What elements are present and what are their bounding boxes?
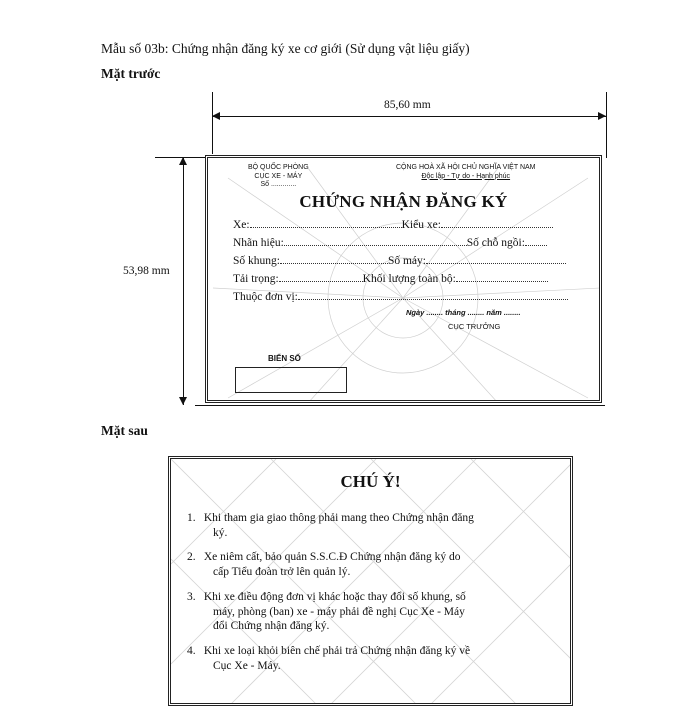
field-tai-trong-blank <box>278 272 363 282</box>
field-nhan-hieu-blank <box>283 236 467 246</box>
notice-item: 3. Khi xe điều động đơn vị khác hoặc tha… <box>187 590 559 634</box>
plate-label: BIỂN SỐ <box>268 354 301 363</box>
field-thuoc-don-vi-blank <box>297 290 568 300</box>
field-so-khung-blank <box>279 254 388 264</box>
notice-text-cont: máy, phòng (ban) xe - máy phải đề nghị C… <box>213 605 465 618</box>
issuer-header: BỘ QUỐC PHÒNG CỤC XE - MÁY Số ..........… <box>248 164 309 190</box>
country-name: CỘNG HOÀ XÃ HỘI CHỦ NGHĨA VIỆT NAM <box>396 164 536 171</box>
document-number: Số ............. <box>260 181 297 188</box>
notice-text-cont: cấp Tiểu đoàn trở lên quản lý. <box>213 565 351 578</box>
field-row-thuoc-don-vi: Thuộc đơn vị: <box>233 290 568 303</box>
width-dim-left-tick <box>212 92 213 154</box>
national-motto: CỘNG HOÀ XÃ HỘI CHỦ NGHĨA VIỆT NAM Độc l… <box>396 164 536 181</box>
field-nhan-hieu-label: Nhãn hiệu: <box>233 237 284 249</box>
field-so-khung-label: Số khung: <box>233 255 280 267</box>
field-so-may-label: Số máy: <box>387 255 426 267</box>
notice-item: 4. Khi xe loại khỏi biên chế phải trả Ch… <box>187 644 559 673</box>
issue-date-line: Ngày ........ tháng ........ năm .......… <box>406 308 521 317</box>
width-dim-line <box>212 116 606 117</box>
field-khoi-luong-blank <box>455 272 548 282</box>
notice-number: 3. <box>187 591 196 603</box>
diamond-pattern-background <box>171 459 570 703</box>
guilloche-background <box>212 167 599 400</box>
field-row-so-khung: Số khung: Số máy: <box>233 254 566 267</box>
plate-number-box <box>235 367 347 393</box>
field-row-nhan-hieu: Nhãn hiệu: Số chỗ ngồi: <box>233 236 547 249</box>
field-kieu-xe-blank <box>440 218 553 228</box>
field-thuoc-don-vi-label: Thuộc đơn vị: <box>233 291 298 303</box>
field-xe-label: Xe: <box>233 219 250 231</box>
width-arrow-left-icon <box>212 112 220 120</box>
notice-title: CHÚ Ý! <box>340 472 401 491</box>
notice-text-cont: đổi Chứng nhận đăng ký. <box>213 620 330 632</box>
page-title: Mẫu số 03b: Chứng nhận đăng ký xe cơ giớ… <box>101 41 470 56</box>
card-title: CHỨNG NHẬN ĐĂNG KÝ <box>299 192 508 211</box>
notice-number: 4. <box>187 645 196 657</box>
height-arrow-up-icon <box>179 157 187 165</box>
field-so-cho-ngoi-label: Số chỗ ngồi: <box>466 237 525 249</box>
width-dimension-text: 85,60 mm <box>384 99 431 111</box>
field-khoi-luong-label: Khối lượng toàn bộ: <box>362 273 456 285</box>
height-dimension-text: 53,98 mm <box>121 265 172 277</box>
ministry-name: BỘ QUỐC PHÒNG <box>248 164 309 171</box>
height-dim-line <box>183 157 184 405</box>
field-row-xe: Xe: Kiểu xe: <box>233 218 553 231</box>
field-tai-trong-label: Tải trọng: <box>233 273 279 285</box>
notice-text-cont: Cục Xe - Máy. <box>213 659 281 672</box>
height-arrow-down-icon <box>179 397 187 405</box>
notice-item: 1. Khi tham gia giao thông phải mang the… <box>187 511 559 540</box>
field-so-may-blank <box>425 254 566 264</box>
notice-item: 2. Xe niêm cất, bảo quản S.S.C.Đ Chứng n… <box>187 550 559 579</box>
back-side-label: Mặt sau <box>101 423 148 438</box>
registration-card-front: BỘ QUỐC PHÒNG CỤC XE - MÁY Số ..........… <box>205 155 602 403</box>
notice-number: 2. <box>187 551 196 563</box>
width-arrow-right-icon <box>598 112 606 120</box>
notice-number: 1. <box>187 512 196 524</box>
department-name: CỤC XE - MÁY <box>254 172 303 180</box>
signer-title: CỤC TRƯỞNG <box>448 322 501 331</box>
notice-text: Khi tham gia giao thông phải mang theo C… <box>203 512 474 524</box>
registration-card-back: CHÚ Ý! 1. Khi tham gia giao thông phải m… <box>168 456 573 706</box>
notice-text: Khi xe điều động đơn vị khác hoặc thay đ… <box>203 591 466 603</box>
width-dim-right-tick <box>606 92 607 158</box>
front-side-label: Mặt trước <box>101 66 161 81</box>
field-so-cho-ngoi-blank <box>524 236 547 246</box>
field-xe-blank <box>249 218 402 228</box>
notice-text: Xe niêm cất, bảo quản S.S.C.Đ Chứng nhận… <box>203 551 461 563</box>
field-kieu-xe-label: Kiểu xe: <box>401 219 441 231</box>
notice-text-cont: ký. <box>213 526 228 539</box>
field-row-tai-trong: Tải trọng: Khối lượng toàn bộ: <box>233 272 548 285</box>
notice-text: Khi xe loại khỏi biên chế phải trả Chứng… <box>203 645 471 657</box>
height-dim-bottom-tick <box>195 405 605 406</box>
motto-line: Độc lập - Tự do - Hạnh phúc <box>421 172 511 180</box>
